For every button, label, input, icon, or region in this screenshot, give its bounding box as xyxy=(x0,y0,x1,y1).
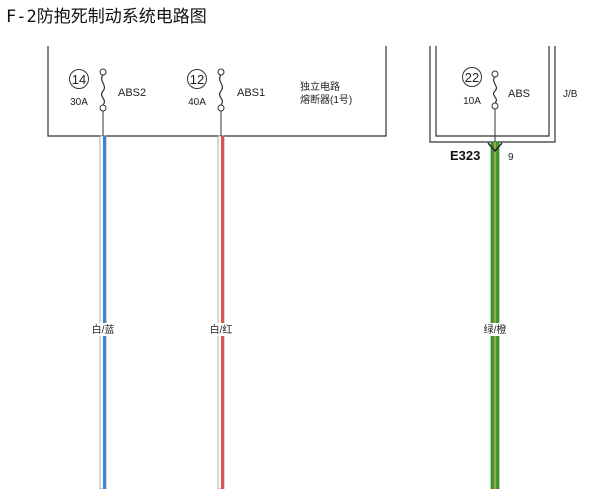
fuse-element-icon xyxy=(218,74,224,106)
fuse-number: 12 xyxy=(190,72,204,87)
fuse-22: 22 10A ABS xyxy=(462,67,530,142)
wire-label-background xyxy=(482,323,508,336)
fuse-number: 14 xyxy=(72,72,86,87)
connector-pin: 9 xyxy=(508,152,514,163)
fuse-element-icon xyxy=(492,76,498,104)
fuse-name: ABS xyxy=(508,88,530,100)
wire-color-label: 绿/橙 xyxy=(484,323,507,336)
wire-color-label: 白/蓝 xyxy=(92,323,115,336)
wire-jb-abs xyxy=(490,141,500,489)
wire-color-label: 白/红 xyxy=(210,323,233,336)
fuse-12: 12 40A ABS1 xyxy=(187,68,265,136)
fuse-name: ABS1 xyxy=(237,87,265,99)
fuse-element-icon xyxy=(100,74,106,106)
fuse-terminal-top xyxy=(99,68,107,76)
connector-arrow-icon xyxy=(487,142,503,153)
connector-id: E323 xyxy=(450,148,480,163)
wire-abs1-stripe xyxy=(221,136,224,489)
fuse-terminal-bottom xyxy=(217,104,225,112)
wire-abs2 xyxy=(99,135,107,489)
fuse-number-circle xyxy=(187,69,207,89)
fuse-name: ABS2 xyxy=(118,87,146,99)
fuse-terminal-top xyxy=(491,70,499,78)
diagram-title: F-2防抱死制动系统电路图 xyxy=(6,7,207,27)
fuse-number: 22 xyxy=(465,70,479,85)
jb-label: J/B xyxy=(563,89,578,100)
fuse-rating: 30A xyxy=(70,97,88,108)
wire-label-background xyxy=(208,323,234,336)
jb-box-outer xyxy=(429,46,556,143)
wire-abs1 xyxy=(217,135,225,489)
fuse-rating: 40A xyxy=(188,97,206,108)
fuse-number-circle xyxy=(462,67,482,87)
fuse-terminal-top xyxy=(217,68,225,76)
fuse-rating: 10A xyxy=(463,96,481,107)
wire-label-background xyxy=(90,323,116,336)
fuse-terminal-bottom xyxy=(491,102,499,110)
wire-abs2-stripe xyxy=(103,136,106,489)
fuse-box-outline xyxy=(47,46,387,137)
fuse-box-label-line2: 熔断器(1号) xyxy=(300,93,352,106)
fuse-box-label-line1: 独立电路 xyxy=(300,80,340,93)
fuse-number-circle xyxy=(69,69,89,89)
fuse-terminal-bottom xyxy=(99,104,107,112)
fuse-14: 14 30A ABS2 xyxy=(69,68,146,136)
jb-box-inner xyxy=(435,46,550,137)
